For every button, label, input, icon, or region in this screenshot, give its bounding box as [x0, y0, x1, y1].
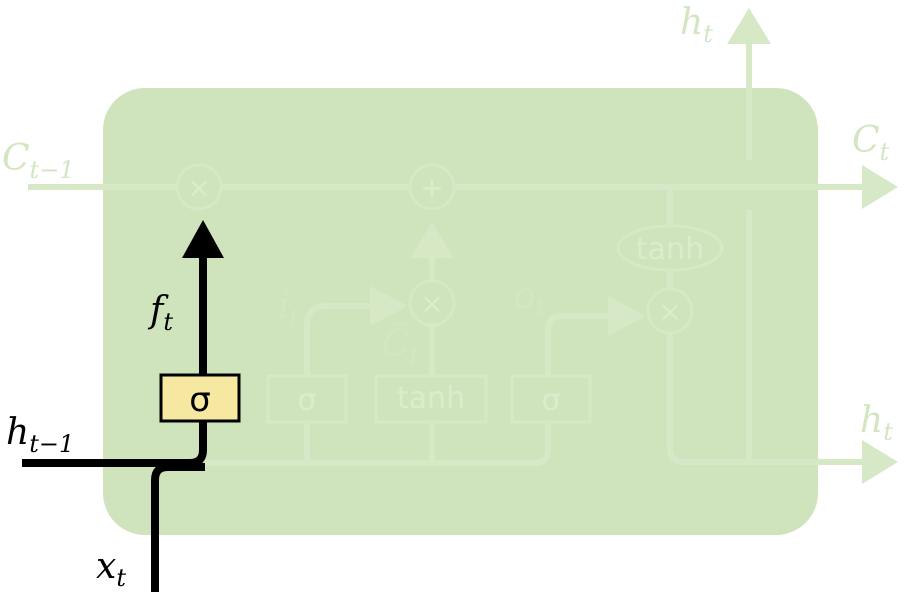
- lstm-cell-body: [103, 88, 818, 535]
- i-label: it: [278, 286, 300, 332]
- input-arrow: [370, 286, 408, 326]
- x-label: xt: [96, 546, 126, 592]
- output-mult-symbol: ×: [658, 295, 681, 328]
- faded-arrowheads: [370, 8, 898, 484]
- x-to-forget-line: [151, 463, 205, 592]
- output-gate-box: [510, 374, 592, 424]
- forget-gate-path: σ: [22, 220, 241, 592]
- h-right-arrow: [862, 440, 898, 484]
- c-tilde-label: C̃t: [382, 323, 420, 370]
- h-top-arrow: [727, 8, 771, 44]
- c-next-label: Ct: [852, 120, 890, 166]
- input-gate-box: [266, 374, 348, 424]
- forget-output-arrow: [182, 220, 224, 258]
- highlight-labels: ft ht−1 xt: [6, 290, 173, 592]
- forget-mult-symbol: ×: [187, 171, 210, 204]
- forget-gate-box: [159, 373, 241, 423]
- h-right-line: [667, 332, 862, 465]
- o-label: ot: [514, 276, 546, 322]
- candidate-label: tanh: [397, 381, 465, 416]
- add-in-arrow: [410, 222, 454, 258]
- input-mult-op: [408, 279, 456, 327]
- input-gate-path: [304, 303, 372, 463]
- input-gate-label: σ: [297, 383, 316, 418]
- candidate-box: [374, 374, 488, 424]
- output-gate-label: σ: [541, 383, 560, 418]
- h-right-label: ht: [860, 400, 893, 446]
- input-mult-symbol: ×: [420, 287, 443, 320]
- output-mult-op: [646, 287, 694, 335]
- faded-operators: × + × ×: [175, 163, 694, 335]
- forget-mult-op: [175, 163, 223, 211]
- cell-tanh-label: tanh: [636, 232, 704, 267]
- c-prev-label: Ct−1: [2, 138, 75, 184]
- forget-gate-label: σ: [189, 380, 211, 420]
- faded-labels: Ct−1 Ct ht ht it ot C̃t: [2, 2, 893, 446]
- add-op: [408, 163, 456, 211]
- output-arrow: [608, 296, 646, 336]
- h-top-label: ht: [680, 2, 713, 48]
- cell-tanh-op: [616, 224, 724, 272]
- h-prev-label: ht−1: [6, 412, 74, 458]
- faded-gates: σ tanh σ tanh: [266, 224, 724, 424]
- add-symbol: +: [420, 171, 443, 204]
- cell-out-arrow: [862, 165, 898, 209]
